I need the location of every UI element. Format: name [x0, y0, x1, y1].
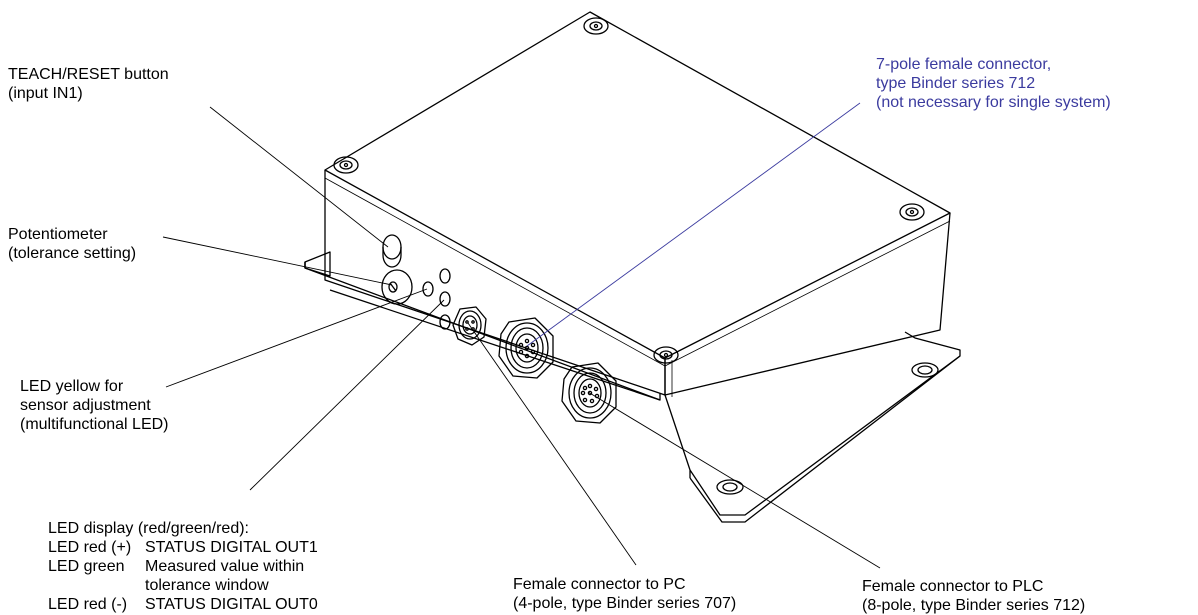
pc-connector [452, 306, 487, 346]
led-display-row: tolerance window [145, 577, 269, 594]
plc-connector [561, 362, 617, 424]
potentiometer [381, 269, 413, 305]
label-led-display: LED display (red/green/red): LED red (+)… [48, 519, 318, 614]
screw-front [653, 346, 679, 364]
screw-left [333, 156, 359, 174]
leader-led-yellow [165, 288, 428, 388]
led-display-row: LED red (+) STATUS DIGITAL OUT1 [48, 539, 318, 556]
label-pc-connector: Female connector to PC (4-pole, type Bin… [513, 576, 737, 612]
label-led-yellow: LED yellow for sensor adjustment (multif… [20, 378, 169, 433]
led-yellow [422, 281, 434, 297]
seven-pole-connector [498, 317, 554, 379]
label-teach-reset: TEACH/RESET button (input IN1) [8, 66, 169, 102]
housing-top-face [324, 11, 951, 359]
led-display-title: LED display (red/green/red): [48, 520, 249, 537]
led-bottom [439, 314, 451, 330]
led-display-row: LED red (-) STATUS DIGITAL OUT0 [48, 596, 318, 613]
led-middle [439, 291, 451, 307]
teach-button [382, 234, 402, 268]
base-flange-right [664, 331, 961, 516]
label-plc-connector: Female connector to PLC (8-pole, type Bi… [862, 578, 1086, 614]
leader-potentiometer [162, 236, 393, 286]
label-seven-pole-connector: 7-pole female connector, type Binder ser… [876, 56, 1111, 111]
leader-teach [209, 106, 389, 248]
flange-hole-front [716, 479, 744, 495]
leader-seven-pole [526, 102, 861, 347]
led-top [439, 268, 451, 284]
flange-hole-right [911, 362, 939, 378]
leader-pc [467, 322, 637, 566]
screw-top [583, 17, 609, 35]
leader-plc [587, 391, 881, 569]
screw-right [899, 203, 925, 221]
led-display-row: LED green Measured value within [48, 558, 305, 575]
base-flange-front [304, 262, 661, 401]
leader-led-display [249, 299, 445, 491]
label-potentiometer: Potentiometer (tolerance setting) [8, 226, 137, 262]
housing-right-face [664, 212, 951, 396]
